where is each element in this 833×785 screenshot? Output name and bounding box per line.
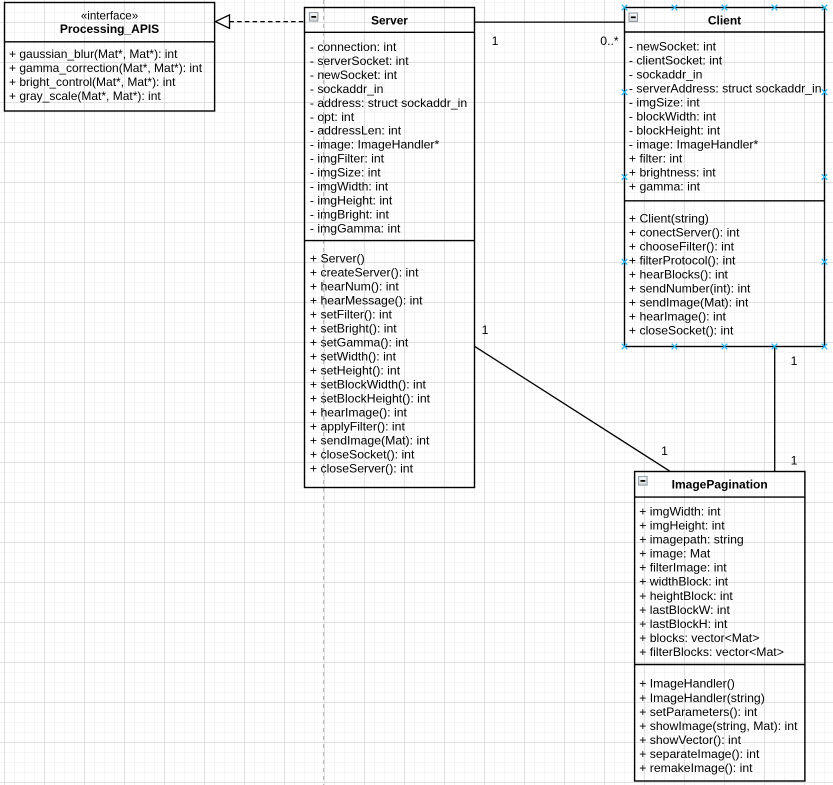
- svg-text:+ Server(): + Server(): [310, 252, 365, 266]
- svg-text:+ hearMessage(): int: + hearMessage(): int: [310, 294, 423, 308]
- svg-text:- addressLen: int: - addressLen: int: [310, 124, 402, 138]
- svg-text:- newSocket: int: - newSocket: int: [629, 40, 717, 54]
- svg-text:+ filterBlocks: vector<Mat>: + filterBlocks: vector<Mat>: [639, 645, 784, 659]
- svg-text:+ setBright(): int: + setBright(): int: [310, 322, 397, 336]
- svg-text:- serverSocket: int: - serverSocket: int: [310, 54, 409, 68]
- svg-text:+ filterProtocol(): int: + filterProtocol(): int: [629, 253, 736, 267]
- svg-text:+ lastBlockH: int: + lastBlockH: int: [639, 617, 728, 631]
- svg-text:+ setWidth(): int: + setWidth(): int: [310, 350, 397, 364]
- svg-text:+ filter: int: + filter: int: [629, 152, 683, 166]
- svg-text:- imgHeight: int: - imgHeight: int: [310, 193, 393, 207]
- svg-text:+ lastBlockW: int: + lastBlockW: int: [639, 603, 730, 617]
- svg-text:+ imgWidth: int: + imgWidth: int: [639, 504, 721, 518]
- svg-text:1: 1: [661, 444, 668, 458]
- svg-text:+ image: Mat: + image: Mat: [639, 547, 711, 561]
- svg-text:+ applyFilter(): int: + applyFilter(): int: [310, 420, 406, 434]
- svg-text:- imgFilter: int: - imgFilter: int: [310, 152, 385, 166]
- svg-text:+ chooseFilter(): int: + chooseFilter(): int: [629, 239, 735, 253]
- svg-text:+ heightBlock: int: + heightBlock: int: [639, 589, 733, 603]
- svg-text:- clientSocket: int: - clientSocket: int: [629, 54, 723, 68]
- svg-text:+ sendNumber(int): int: + sendNumber(int): int: [629, 281, 751, 295]
- svg-text:- connection: int: - connection: int: [310, 40, 397, 54]
- svg-text:- address: struct sockaddr_in: - address: struct sockaddr_in: [310, 96, 467, 110]
- svg-text:+ gamma_correction(Mat*, Mat*): + gamma_correction(Mat*, Mat*): int: [9, 61, 203, 75]
- svg-text:1: 1: [791, 454, 798, 468]
- svg-text:«interface»: «interface»: [81, 10, 138, 23]
- svg-text:+ gaussian_blur(Mat*, Mat*): i: + gaussian_blur(Mat*, Mat*): int: [9, 47, 178, 61]
- svg-text:+ hearNum(): int: + hearNum(): int: [310, 280, 399, 294]
- svg-text:- blockHeight: int: - blockHeight: int: [629, 124, 721, 138]
- svg-text:- imgBright: int: - imgBright: int: [310, 207, 390, 221]
- svg-text:+ createServer(): int: + createServer(): int: [310, 266, 419, 280]
- svg-text:+ gray_scale(Mat*, Mat*): int: + gray_scale(Mat*, Mat*): int: [9, 89, 161, 103]
- svg-text:+ hearImage(): int: + hearImage(): int: [310, 406, 408, 420]
- svg-text:+ blocks: vector<Mat>: + blocks: vector<Mat>: [639, 631, 759, 645]
- svg-text:+ sendImage(Mat): int: + sendImage(Mat): int: [629, 295, 749, 309]
- svg-text:- imgSize: int: - imgSize: int: [310, 166, 381, 180]
- svg-text:- sockaddr_in: - sockaddr_in: [629, 68, 703, 82]
- svg-text:- serverAddress: struct sockad: - serverAddress: struct sockaddr_in: [629, 82, 822, 96]
- svg-text:- imgSize: int: - imgSize: int: [629, 96, 700, 110]
- svg-text:- image: ImageHandler*: - image: ImageHandler*: [629, 138, 759, 152]
- svg-text:+ hearImage(): int: + hearImage(): int: [629, 309, 727, 323]
- svg-text:+ setBlockWidth(): int: + setBlockWidth(): int: [310, 378, 427, 392]
- svg-text:- newSocket: int: - newSocket: int: [310, 68, 398, 82]
- svg-text:Processing_APIS: Processing_APIS: [60, 22, 159, 36]
- svg-text:+ setGamma(): int: + setGamma(): int: [310, 336, 409, 350]
- svg-text:+ setFilter(): int: + setFilter(): int: [310, 308, 393, 322]
- svg-text:+ imgHeight: int: + imgHeight: int: [639, 518, 725, 532]
- svg-text:+ closeSocket(): int: + closeSocket(): int: [629, 323, 734, 337]
- svg-text:+ separateImage(): int: + separateImage(): int: [639, 747, 760, 761]
- svg-text:+ setParameters(): int: + setParameters(): int: [639, 705, 758, 719]
- svg-text:+ gamma: int: + gamma: int: [629, 180, 701, 194]
- svg-text:Client: Client: [708, 13, 741, 27]
- svg-text:+ imagepath: string: + imagepath: string: [639, 533, 744, 547]
- svg-text:- image: ImageHandler*: - image: ImageHandler*: [310, 138, 440, 152]
- svg-text:ImagePagination: ImagePagination: [672, 478, 768, 492]
- svg-text:- imgGamma: int: - imgGamma: int: [310, 221, 401, 235]
- svg-text:+ bright_control(Mat*, Mat*):: + bright_control(Mat*, Mat*): int: [9, 75, 176, 89]
- svg-text:Server: Server: [371, 14, 408, 28]
- svg-text:+ hearBlocks(): int: + hearBlocks(): int: [629, 267, 729, 281]
- svg-text:0..*: 0..*: [600, 34, 619, 48]
- svg-text:- imgWidth: int: - imgWidth: int: [310, 180, 389, 194]
- svg-text:- sockaddr_in: - sockaddr_in: [310, 82, 384, 96]
- svg-text:+ closeSocket(): int: + closeSocket(): int: [310, 448, 415, 462]
- svg-text:1: 1: [492, 34, 499, 48]
- svg-text:+ setBlockHeight(): int: + setBlockHeight(): int: [310, 392, 431, 406]
- svg-text:+ brightness: int: + brightness: int: [629, 166, 716, 180]
- svg-text:+ sendImage(Mat): int: + sendImage(Mat): int: [310, 434, 430, 448]
- svg-text:+ showImage(string, Mat): int: + showImage(string, Mat): int: [639, 719, 798, 733]
- svg-text:+ ImageHandler(): + ImageHandler(): [639, 677, 735, 691]
- svg-text:+ remakeImage(): int: + remakeImage(): int: [639, 761, 753, 775]
- svg-text:1: 1: [791, 354, 798, 368]
- svg-text:- opt: int: - opt: int: [310, 110, 355, 124]
- svg-text:1: 1: [482, 323, 489, 337]
- svg-text:+ closeServer(): int: + closeServer(): int: [310, 462, 414, 476]
- svg-text:+ conectServer(): int: + conectServer(): int: [629, 225, 740, 239]
- svg-text:+ filterImage: int: + filterImage: int: [639, 561, 727, 575]
- svg-text:+ showVector(): int: + showVector(): int: [639, 733, 741, 747]
- svg-text:+ widthBlock: int: + widthBlock: int: [639, 575, 728, 589]
- svg-text:+ Client(string): + Client(string): [629, 211, 709, 225]
- svg-text:+ setHeight(): int: + setHeight(): int: [310, 364, 401, 378]
- svg-text:+ ImageHandler(string): + ImageHandler(string): [639, 691, 765, 705]
- svg-text:- blockWidth: int: - blockWidth: int: [629, 110, 717, 124]
